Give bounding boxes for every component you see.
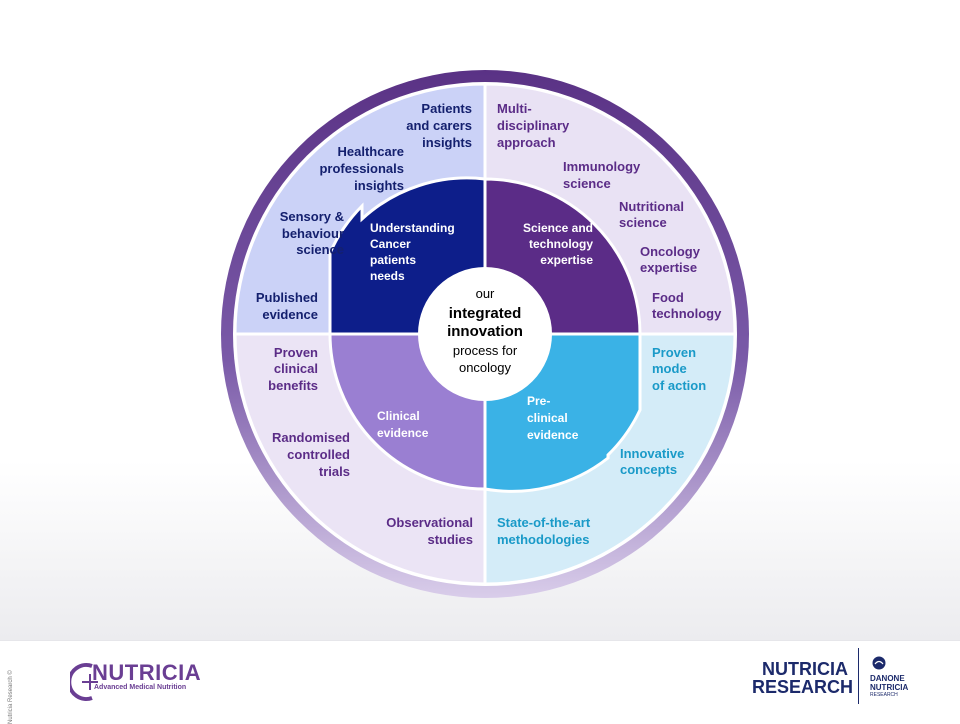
svg-text:of action: of action (652, 378, 706, 393)
quadrant-label-line: Science and (523, 221, 593, 235)
svg-text:trials: trials (319, 464, 350, 479)
svg-text:science: science (563, 176, 611, 191)
copyright-text: Nutricia Research © (8, 670, 14, 724)
quadrant-label-understanding: Understanding Cancer patients needs (370, 221, 455, 283)
svg-text:Published: Published (256, 290, 318, 305)
outer-item-nutritional: Nutritional science (619, 199, 684, 230)
svg-text:approach: approach (497, 135, 556, 150)
svg-text:Proven: Proven (652, 345, 696, 360)
logo-divider (858, 648, 859, 704)
research-line-1: NUTRICIA (762, 659, 848, 679)
outer-item-patients-carers: Patients and carers insights (406, 101, 472, 150)
quadrant-label-line: Cancer (370, 237, 411, 251)
nutricia-research-logo: NUTRICIA RESEARCH (752, 659, 854, 697)
outer-item-immunology: Immunology science (563, 159, 641, 191)
quadrant-label-line: Pre- (527, 394, 550, 408)
svg-text:mode: mode (652, 361, 687, 376)
outer-item-multidisciplinary: Multi- disciplinary approach (497, 101, 570, 150)
quadrant-label-line: patients (370, 253, 416, 267)
outer-item-observational-studies: Observational studies (386, 515, 473, 547)
footer-bar (0, 640, 960, 721)
outer-item-oncology-expertise: Oncology expertise (640, 244, 701, 275)
svg-text:Patients: Patients (421, 101, 472, 116)
quadrant-label-line: Clinical (377, 409, 420, 423)
quadrant-label-line: technology (529, 237, 593, 251)
svg-text:evidence: evidence (262, 307, 318, 322)
danone-line-1: DANONE (870, 674, 905, 683)
outer-items-top-right: Multi- disciplinary approach Immunology … (497, 101, 722, 321)
svg-text:clinical: clinical (274, 361, 318, 376)
outer-item-state-of-the-art: State-of-the-art methodologies (497, 515, 591, 547)
svg-text:controlled: controlled (287, 447, 350, 462)
quadrant-label-science: Science and technology expertise (523, 221, 593, 267)
svg-text:Healthcare: Healthcare (338, 144, 404, 159)
quadrant-label-line: expertise (540, 253, 593, 267)
danone-globe-icon (872, 656, 886, 670)
svg-text:Proven: Proven (274, 345, 318, 360)
svg-text:behaviour: behaviour (282, 226, 344, 241)
svg-text:insights: insights (354, 178, 404, 193)
danone-nutricia-research-logo: DANONE NUTRICIA RESEARCH (870, 656, 940, 698)
svg-text:technology: technology (652, 306, 722, 321)
quadrant-label-preclinical: Pre- clinical evidence (527, 394, 579, 442)
danone-line-3: RESEARCH (870, 692, 898, 698)
nutricia-tagline: Advanced Medical Nutrition (94, 684, 187, 691)
svg-text:disciplinary: disciplinary (497, 118, 570, 133)
outer-item-randomised-trials: Randomised controlled trials (272, 430, 350, 479)
outer-items-bottom-right: Proven mode of action Innovative concept… (497, 345, 706, 547)
svg-text:Food: Food (652, 290, 684, 305)
svg-text:Randomised: Randomised (272, 430, 350, 445)
svg-text:Innovative: Innovative (620, 446, 684, 461)
outer-item-published-evidence: Published evidence (256, 290, 318, 322)
outer-item-food-technology: Food technology (652, 290, 722, 321)
center-line-4: process for (453, 343, 518, 358)
quadrant-label-line: Understanding (370, 221, 455, 235)
center-line-1: our (476, 286, 495, 301)
quadrant-label-line: evidence (377, 426, 429, 440)
center-label: our integrated innovation process for on… (447, 286, 523, 375)
quadrant-label-clinical: Clinical evidence (377, 409, 429, 440)
quadrant-label-line: needs (370, 269, 405, 283)
svg-text:concepts: concepts (620, 462, 677, 477)
outer-items-bottom-left: Proven clinical benefits Randomised cont… (268, 345, 473, 547)
outer-item-proven-clinical-benefits: Proven clinical benefits (268, 345, 318, 393)
outer-items-top-left: Patients and carers insights Healthcare … (256, 101, 472, 322)
svg-text:and carers: and carers (406, 118, 472, 133)
svg-text:studies: studies (427, 532, 473, 547)
center-line-5: oncology (459, 360, 512, 375)
svg-text:insights: insights (422, 135, 472, 150)
nutricia-wordmark: NUTRICIA (92, 660, 202, 685)
svg-text:Immunology: Immunology (563, 159, 641, 174)
danone-line-2: NUTRICIA (870, 683, 909, 692)
quadrant-label-line: evidence (527, 428, 579, 442)
outer-item-healthcare-professionals: Healthcare professionals insights (319, 144, 404, 193)
research-line-2: RESEARCH (752, 677, 854, 697)
center-circle (418, 267, 552, 401)
svg-text:Nutritional: Nutritional (619, 199, 684, 214)
svg-text:science: science (619, 215, 667, 230)
svg-text:professionals: professionals (319, 161, 404, 176)
center-line-2: integrated (449, 305, 522, 322)
center-line-3: innovation (447, 323, 523, 340)
svg-text:Sensory &: Sensory & (280, 209, 344, 224)
innovation-process-diagram: In collaboration with academic instituti… (221, 70, 749, 598)
svg-text:Oncology: Oncology (640, 244, 701, 259)
svg-text:expertise: expertise (640, 260, 697, 275)
svg-text:methodologies: methodologies (497, 532, 589, 547)
quadrant-label-line: clinical (527, 411, 568, 425)
outer-item-sensory-behaviour: Sensory & behaviour science (280, 209, 344, 257)
svg-text:science: science (296, 242, 344, 257)
svg-text:Observational: Observational (386, 515, 473, 530)
svg-text:benefits: benefits (268, 378, 318, 393)
outer-item-innovative-concepts: Innovative concepts (620, 446, 684, 477)
svg-text:Multi-: Multi- (497, 101, 532, 116)
nutricia-logo-icon (70, 663, 98, 701)
outer-item-proven-mode-of-action: Proven mode of action (652, 345, 706, 393)
svg-text:State-of-the-art: State-of-the-art (497, 515, 591, 530)
